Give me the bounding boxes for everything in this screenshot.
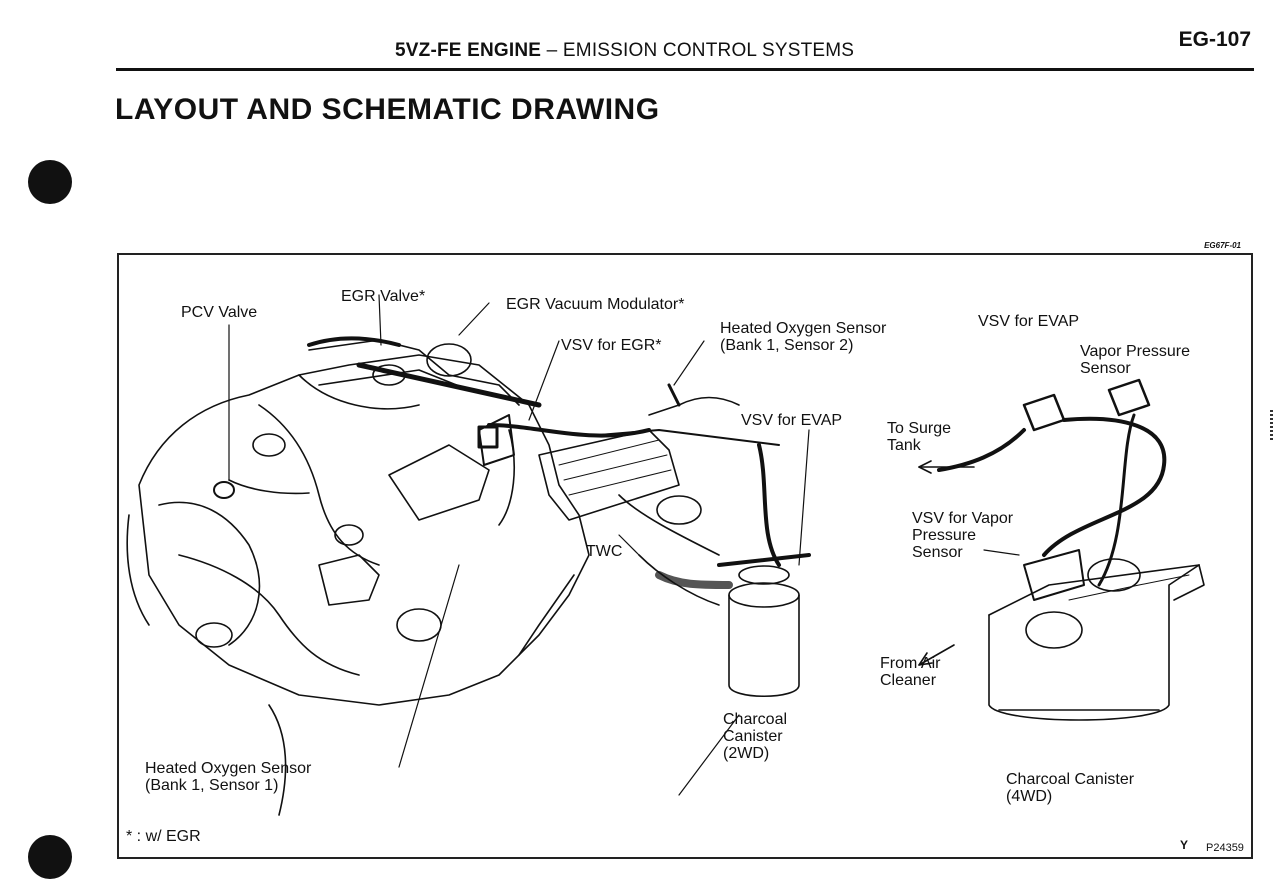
header-engine: 5VZ-FE ENGINE — [395, 40, 542, 61]
figure-y-mark: Y — [1180, 838, 1189, 852]
label-vsv-egr: VSV for EGR* — [561, 337, 662, 354]
footnote-egr: * : w/ EGR — [126, 828, 201, 845]
leader-lines — [228, 294, 1020, 796]
label-ho2s-bank1-sensor2: Heated Oxygen Sensor (Bank 1, Sensor 2) — [720, 320, 887, 354]
charcoal-canister-4wd-drawing — [988, 549, 1205, 721]
label-vsv-evap-2wd: VSV for EVAP — [741, 412, 843, 429]
exhaust-twc — [538, 383, 780, 521]
page-edge-mark — [1270, 410, 1273, 442]
label-egr-valve: EGR Valve* — [341, 288, 426, 305]
label-pcv-valve: PCV Valve — [181, 304, 258, 321]
label-charcoal-canister-4wd: Charcoal Canister (4WD) — [1006, 771, 1135, 805]
label-charcoal-canister-2wd: Charcoal Canister (2WD) — [723, 711, 788, 762]
figure-number: P24359 — [1206, 842, 1244, 854]
binder-hole-bottom — [28, 835, 72, 879]
header-system: EMISSION CONTROL SYSTEMS — [562, 40, 855, 61]
label-twc: TWC — [586, 543, 623, 560]
flow-arrows — [918, 460, 975, 666]
figure-code: EG67F-01 — [1204, 241, 1241, 250]
figure-frame — [117, 253, 1253, 859]
label-vsv-evap-4wd: VSV for EVAP — [978, 313, 1080, 330]
intake-egr-assembly — [213, 336, 542, 526]
label-from-air-cleaner: From Air Cleaner — [880, 655, 941, 689]
header-separator: – — [541, 40, 563, 61]
header-rule — [116, 68, 1254, 71]
binder-hole-top — [28, 160, 72, 204]
engine-emission-drawing — [126, 294, 1205, 816]
running-header: 5VZ-FE ENGINE – EMISSION CONTROL SYSTEMS — [395, 40, 854, 62]
label-vsv-vapor-pressure-sensor: VSV for Vapor Pressure Sensor — [912, 510, 1014, 561]
page-number: EG-107 — [1178, 28, 1251, 51]
vsv-evap-4wd-drawing — [937, 378, 1167, 587]
charcoal-canister-2wd-drawing — [618, 494, 811, 698]
label-egr-vacuum-modulator: EGR Vacuum Modulator* — [506, 296, 685, 313]
engine-block — [126, 354, 590, 816]
vacuum-hoses — [487, 423, 781, 656]
label-ho2s-bank1-sensor1: Heated Oxygen Sensor (Bank 1, Sensor 1) — [145, 760, 312, 794]
section-title: LAYOUT AND SCHEMATIC DRAWING — [115, 93, 660, 126]
label-to-surge-tank: To Surge Tank — [887, 420, 952, 454]
label-vapor-pressure-sensor: Vapor Pressure Sensor — [1080, 343, 1190, 377]
